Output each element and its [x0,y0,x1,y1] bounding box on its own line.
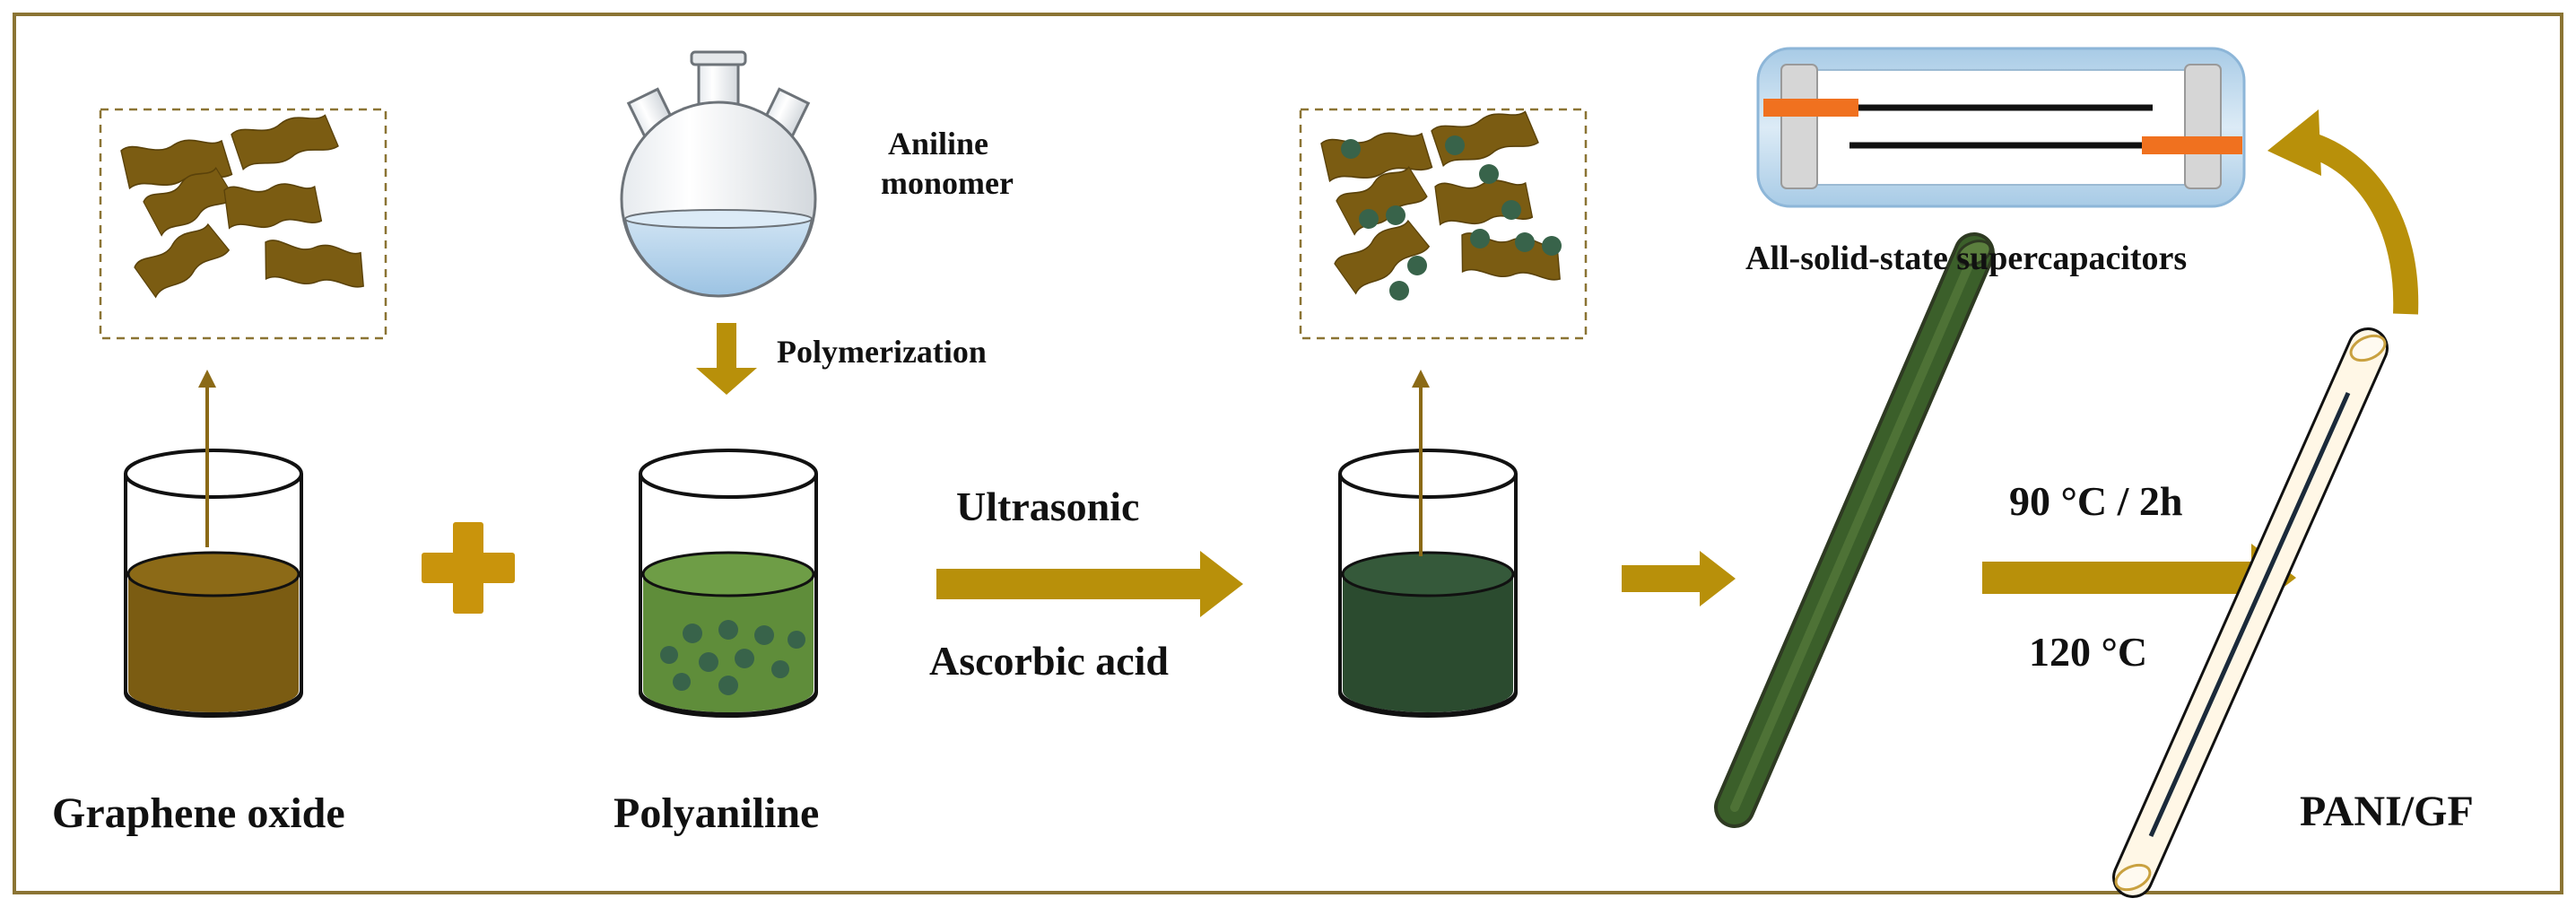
temperature-label-bottom: 120 °C [2029,629,2147,675]
polyaniline-label: Polyaniline [614,789,819,837]
aniline-monomer-label-line1: Aniline [888,126,988,161]
supercapacitor-electrode-right [2142,136,2242,154]
aniline-monomer-label-line2: monomer [881,165,1014,201]
pani-particles [1341,135,1562,301]
graphene-oxide-up-arrow [198,370,216,547]
pani-gf-fiber [2112,327,2389,898]
supercapacitors-label: All-solid-state supercapacitors [1745,240,2187,277]
graphene-oxide-flakes [120,112,371,301]
graphene-oxide-beaker [124,449,303,718]
pani-go-flakes [1320,109,1568,298]
mixture-up-arrow [1412,370,1430,556]
heating-process-arrow [1982,544,2296,612]
pani-gf-label: PANI/GF [2300,788,2474,835]
polymerization-down-arrow [696,323,757,395]
pani-go-fiber [1714,232,1995,828]
graphene-oxide-label: Graphene oxide [52,789,345,837]
ascorbic-acid-label: Ascorbic acid [929,638,1169,684]
ultrasonic-label: Ultrasonic [956,484,1139,529]
plus-sign [422,522,515,614]
supercapacitor-electrode-left [1763,99,1858,117]
polyaniline-beaker [639,449,818,718]
assembly-curved-arrow [2267,109,2419,315]
supercapacitor-device [1756,47,2246,208]
polymerization-label: Polymerization [777,334,987,370]
mixture-beaker [1338,449,1518,718]
three-neck-flask [620,50,817,298]
temperature-label-top: 90 °C / 2h [2009,478,2182,524]
ultrasonic-process-arrow [936,551,1243,617]
diagram-frame [13,13,2563,894]
fiber-spinning-arrow [1622,551,1736,606]
